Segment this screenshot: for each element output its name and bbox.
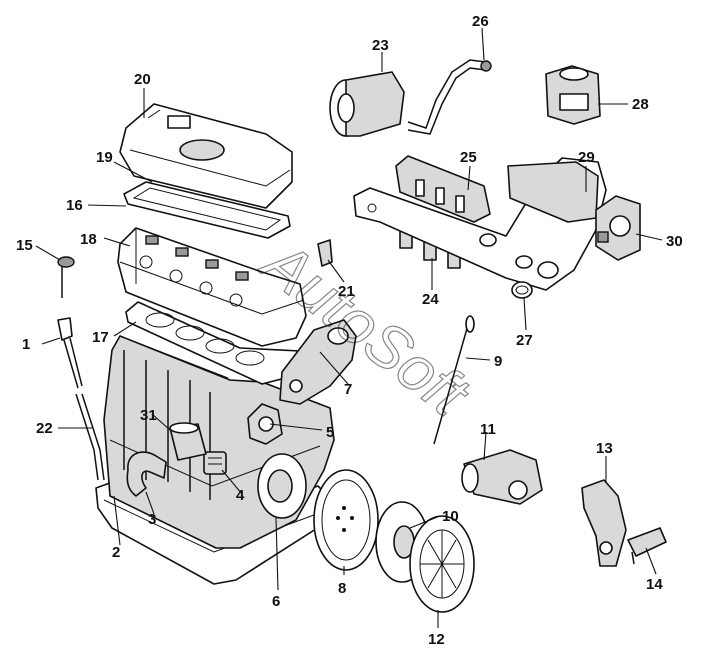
oil-filler-cap (57, 256, 75, 298)
callout-28: 28 (632, 96, 649, 113)
callout-14: 14 (646, 576, 663, 593)
callout-13: 13 (596, 440, 613, 457)
crankshaft-sensor (627, 527, 667, 565)
thermostat-housing-sensor (203, 451, 227, 475)
coolant-outlet (169, 422, 207, 461)
callout-9: 9 (494, 353, 502, 370)
rocker-cover (119, 103, 293, 209)
water-hose (126, 451, 167, 497)
callout-labels: 1 2 3 4 5 6 7 8 9 10 11 12 13 14 15 16 1… (16, 13, 683, 648)
oil-dipstick (433, 315, 475, 445)
rocker-cover-gasket (123, 181, 291, 239)
callout-31: 31 (140, 407, 157, 424)
callout-19: 19 (96, 149, 113, 166)
callout-29: 29 (578, 149, 595, 166)
callout-18: 18 (80, 231, 97, 248)
crankshaft-pulley (257, 453, 307, 519)
flywheel (313, 469, 379, 571)
sensor-21 (317, 239, 333, 267)
callout-15: 15 (16, 237, 33, 254)
egr-valve (545, 65, 601, 125)
dipstick-guide-tube (75, 393, 105, 481)
water-pump-housing (247, 403, 283, 445)
callout-20: 20 (134, 71, 151, 88)
callout-8: 8 (338, 580, 346, 597)
callout-23: 23 (372, 37, 389, 54)
callout-22: 22 (36, 420, 53, 437)
callout-10: 10 (442, 508, 459, 525)
callout-27: 27 (516, 332, 533, 349)
callout-17: 17 (92, 329, 109, 346)
fuel-rail (395, 155, 491, 223)
callout-30: 30 (666, 233, 683, 250)
callout-3: 3 (148, 511, 156, 528)
callout-7: 7 (344, 381, 352, 398)
starter-motor (461, 449, 543, 505)
intake-seal-ring (511, 281, 533, 299)
callout-5: 5 (326, 424, 334, 441)
callout-25: 25 (460, 149, 477, 166)
breather-hose (407, 59, 492, 135)
callout-1: 1 (22, 336, 30, 353)
callout-6: 6 (272, 593, 280, 610)
thermostat-housing (279, 319, 357, 405)
leader-lines (35, 27, 663, 628)
callout-16: 16 (66, 197, 83, 214)
callout-21: 21 (338, 283, 355, 300)
clutch-pressure-plate (409, 515, 475, 613)
callout-24: 24 (422, 291, 439, 308)
callout-4: 4 (236, 487, 245, 504)
throttle-body (595, 195, 641, 261)
callout-2: 2 (112, 544, 120, 561)
engine-mount-bracket (581, 479, 627, 567)
callout-26: 26 (472, 13, 489, 30)
cylinder-head (117, 227, 307, 347)
callout-11: 11 (480, 421, 496, 438)
intake-manifold (353, 157, 607, 291)
alternator (329, 71, 405, 137)
callout-12: 12 (428, 631, 445, 648)
dipstick-handle (57, 317, 83, 389)
